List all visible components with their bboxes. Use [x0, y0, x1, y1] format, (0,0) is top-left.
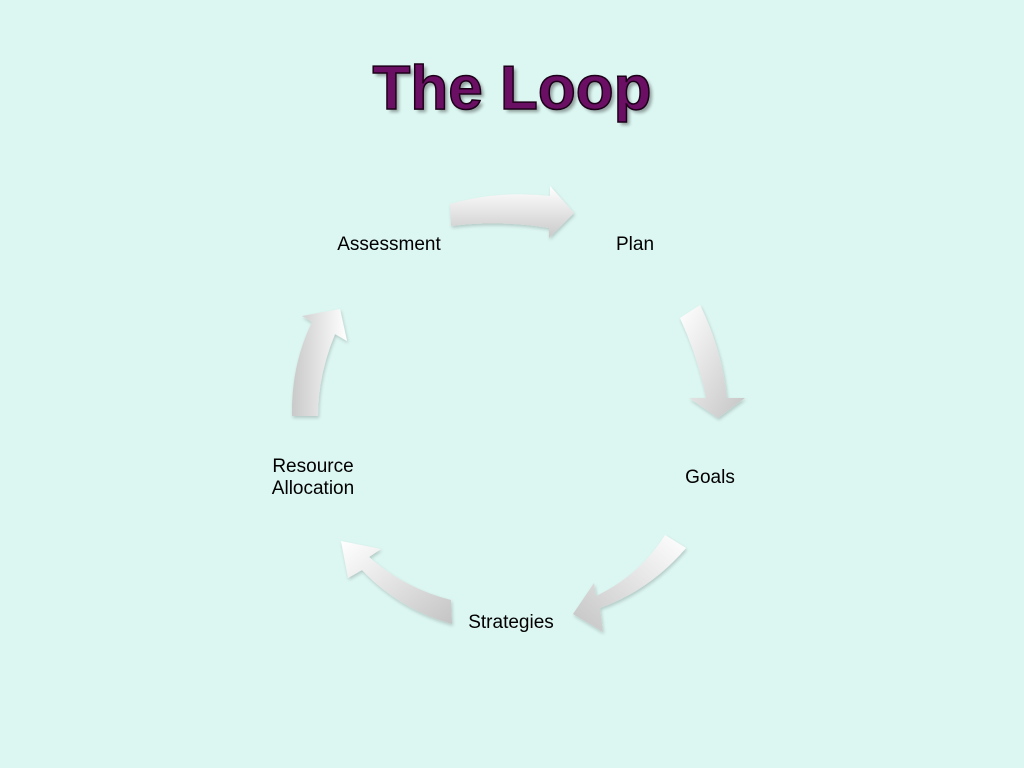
node-goals: Goals	[685, 467, 735, 488]
arrow-plan-to-goals	[680, 305, 745, 418]
node-strategies: Strategies	[468, 612, 554, 633]
node-resource-allocation-line2: Allocation	[271, 478, 355, 499]
node-assessment: Assessment	[337, 234, 441, 255]
arrow-strategies-to-resource	[341, 541, 452, 624]
slide-title: The Loop	[372, 54, 652, 123]
arrow-assessment-to-plan	[450, 186, 574, 238]
arrow-goals-to-strategies	[573, 535, 686, 632]
node-resource-allocation-line1: Resource	[272, 456, 354, 477]
arrow-resource-to-assessment	[291, 309, 347, 416]
node-resource-allocation: Resource Allocation	[272, 456, 354, 500]
node-plan: Plan	[615, 234, 655, 255]
